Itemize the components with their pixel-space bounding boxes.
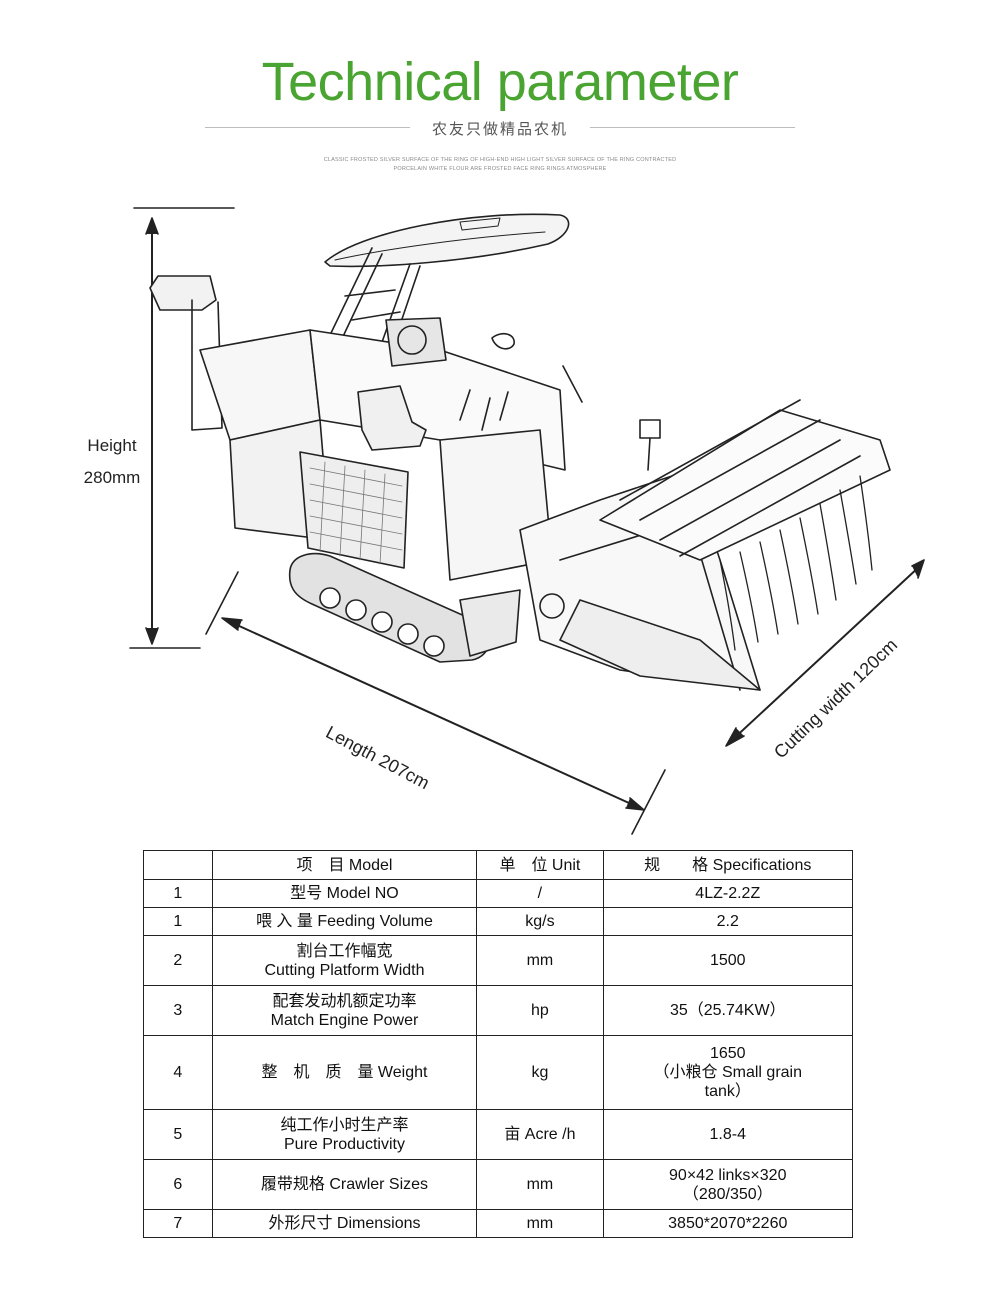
page-title: Technical parameter bbox=[261, 52, 739, 112]
row-no: 1 bbox=[143, 907, 213, 936]
row-spec: 90×42 links×320 （280/350） bbox=[602, 1159, 854, 1210]
row-no: 5 bbox=[143, 1109, 213, 1160]
row-spec-line-1: 90×42 links×320 bbox=[669, 1166, 787, 1184]
row-unit: hp bbox=[476, 985, 604, 1036]
row-item-en: Pure Productivity bbox=[284, 1135, 405, 1153]
row-unit: mm bbox=[476, 1209, 604, 1238]
row-spec: 1500 bbox=[602, 935, 854, 986]
row-spec: 3850*2070*2260 bbox=[602, 1209, 854, 1238]
row-spec: 2.2 bbox=[602, 907, 854, 936]
row-item: 型号 Model NO bbox=[211, 879, 478, 908]
row-spec-line-2: （小粮仓 Small grain bbox=[653, 1064, 802, 1081]
row-unit: kg bbox=[476, 1035, 604, 1110]
table-row: 2 割台工作幅宽 Cutting Platform Width mm 1500 bbox=[143, 935, 854, 986]
row-unit: mm bbox=[476, 1159, 604, 1210]
table-row: 3 配套发动机额定功率 Match Engine Power hp 35（25.… bbox=[143, 985, 854, 1036]
table-row: 1 型号 Model NO / 4LZ-2.2Z bbox=[143, 879, 854, 908]
spec-table-header: 项 目 Model 单 位 Unit 规 格 Specifications bbox=[143, 850, 854, 880]
row-item-cn: 纯工作小时生产率 bbox=[280, 1116, 409, 1134]
row-spec-line-3: tank） bbox=[704, 1083, 751, 1100]
header-spec: 规 格 Specifications bbox=[602, 850, 854, 880]
header-unit: 单 位 Unit bbox=[476, 850, 604, 880]
height-label: Height 280mm bbox=[72, 430, 152, 494]
row-item: 配套发动机额定功率 Match Engine Power bbox=[211, 985, 478, 1036]
row-item-en: Match Engine Power bbox=[270, 1011, 419, 1029]
height-value: 280mm bbox=[83, 468, 141, 487]
row-unit: mm bbox=[476, 935, 604, 986]
row-unit: 亩 Acre /h bbox=[476, 1109, 604, 1160]
table-row: 1 喂 入 量 Feeding Volume kg/s 2.2 bbox=[143, 907, 854, 936]
row-item-cn: 割台工作幅宽 bbox=[296, 942, 393, 960]
length-dimension-line bbox=[205, 571, 666, 835]
row-item-cn: 配套发动机额定功率 bbox=[272, 992, 417, 1010]
row-spec: 35（25.74KW） bbox=[602, 985, 854, 1036]
row-item: 割台工作幅宽 Cutting Platform Width bbox=[211, 935, 478, 986]
row-no: 4 bbox=[143, 1035, 213, 1110]
table-row: 4 整 机 质 量 Weight kg 1650 （小粮仓 Small grai… bbox=[143, 1035, 854, 1110]
table-row: 6 履带规格 Crawler Sizes mm 90×42 links×320 … bbox=[143, 1159, 854, 1210]
row-item: 喂 入 量 Feeding Volume bbox=[211, 907, 478, 936]
row-spec-line-1: 1650 bbox=[709, 1045, 746, 1062]
height-label-text: Height bbox=[87, 436, 137, 455]
header-no bbox=[143, 850, 213, 880]
tagline-line-1: CLASSIC FROSTED SILVER SURFACE OF THE RI… bbox=[323, 157, 677, 163]
row-item: 纯工作小时生产率 Pure Productivity bbox=[211, 1109, 478, 1160]
row-item: 外形尺寸 Dimensions bbox=[211, 1209, 478, 1238]
row-no: 2 bbox=[143, 935, 213, 986]
row-unit: kg/s bbox=[476, 907, 604, 936]
subtitle: 农友只做精品农机 bbox=[431, 121, 568, 138]
row-item: 整 机 质 量 Weight bbox=[211, 1035, 478, 1110]
row-no: 7 bbox=[143, 1209, 213, 1238]
table-row: 5 纯工作小时生产率 Pure Productivity 亩 Acre /h 1… bbox=[143, 1109, 854, 1160]
row-spec: 1650 （小粮仓 Small grain tank） bbox=[602, 1035, 854, 1110]
subtitle-row: 农友只做精品农机 bbox=[205, 118, 795, 138]
row-no: 1 bbox=[143, 879, 213, 908]
row-no: 3 bbox=[143, 985, 213, 1036]
divider-left bbox=[205, 127, 410, 128]
row-spec: 1.8-4 bbox=[602, 1109, 854, 1160]
row-item-en: Cutting Platform Width bbox=[264, 961, 425, 979]
header-model: 项 目 Model bbox=[211, 850, 478, 880]
row-spec-line-2: （280/350） bbox=[682, 1185, 773, 1203]
row-item: 履带规格 Crawler Sizes bbox=[211, 1159, 478, 1210]
tagline-line-2: PORCELAIN WHITE FLOUR ARE FROSTED FACE R… bbox=[393, 166, 607, 172]
divider-right bbox=[590, 127, 795, 128]
tagline: CLASSIC FROSTED SILVER SURFACE OF THE RI… bbox=[300, 156, 700, 174]
row-unit: / bbox=[476, 879, 604, 908]
row-no: 6 bbox=[143, 1159, 213, 1210]
row-spec: 4LZ-2.2Z bbox=[602, 879, 854, 908]
harvester-drawing bbox=[129, 207, 925, 835]
table-row: 7 外形尺寸 Dimensions mm 3850*2070*2260 bbox=[143, 1209, 854, 1238]
cutting-width-dimension-line bbox=[562, 365, 925, 747]
spec-table: 项 目 Model 单 位 Unit 规 格 Specifications 1 … bbox=[143, 850, 854, 1238]
